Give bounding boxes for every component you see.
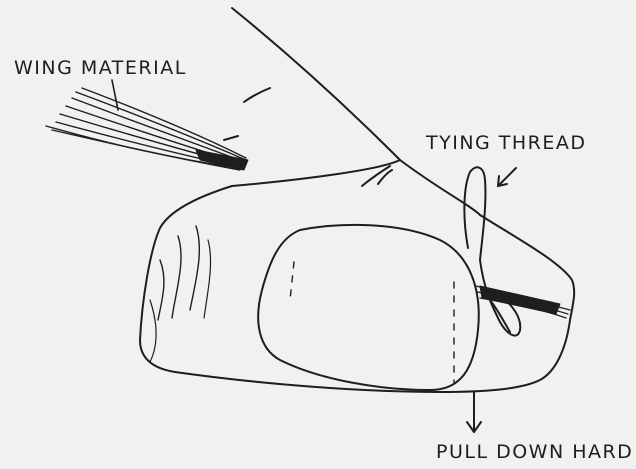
thumb-outline	[140, 186, 574, 392]
tying-thread-label: TYING THREAD	[426, 134, 587, 153]
knuckle-wrinkle-3	[190, 226, 199, 310]
knuckle-wrinkle-4	[204, 240, 211, 318]
knuckle-wrinkle-2	[172, 236, 181, 318]
upper-finger-underside	[232, 160, 400, 186]
nail-detail-2	[290, 262, 294, 300]
upper-finger-outline	[232, 8, 480, 215]
finger-mark	[244, 88, 270, 102]
tying-thread-wrap	[490, 300, 510, 332]
knuckle-wrinkle-1	[158, 260, 164, 320]
thumbnail	[258, 225, 479, 390]
wing-material-right-dense	[480, 286, 560, 314]
knuckle-wrinkle-5	[150, 300, 156, 362]
pull-down-hard-label: PULL DOWN HARD	[436, 443, 633, 462]
tying-thread-loop	[464, 167, 485, 260]
finger-mark-2	[224, 136, 238, 140]
wing-material-label: WING MATERIAL	[14, 59, 187, 78]
